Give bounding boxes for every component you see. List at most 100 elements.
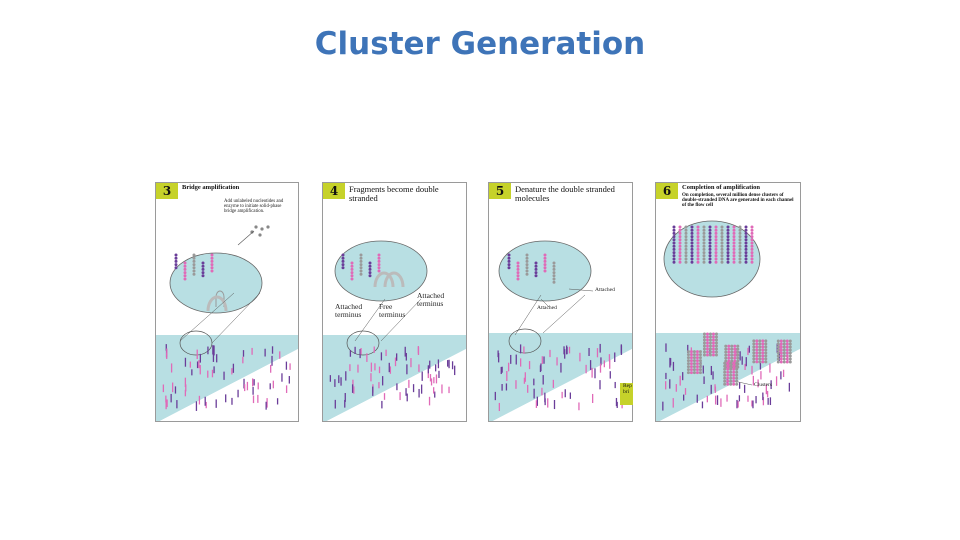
panel-3-illustration <box>156 225 298 421</box>
dna-bead <box>726 228 730 232</box>
clusters-label: Clusters <box>754 382 773 388</box>
dna-bead <box>764 351 768 355</box>
dna-bead <box>708 260 712 264</box>
dna-bead <box>525 266 529 270</box>
dna-bead <box>714 257 718 261</box>
step-3-heading: Bridge amplification <box>182 184 240 191</box>
attached-terminus-label-2: Attached terminus <box>417 291 445 308</box>
dna-bead <box>726 235 730 239</box>
dna-bead <box>507 263 511 267</box>
dna-bead <box>708 338 712 342</box>
dna-bead <box>174 256 178 260</box>
dna-bead <box>672 260 676 264</box>
dna-bead <box>689 353 693 357</box>
dna-bead <box>368 267 372 271</box>
dna-bead <box>192 272 196 276</box>
slide-title: Cluster Generation <box>314 26 646 62</box>
dna-bead <box>726 370 730 374</box>
dna-bead <box>738 231 742 235</box>
dna-bead <box>702 344 706 348</box>
step-3-note: Add unlabeled nucleotides and enzyme to … <box>224 199 284 214</box>
dna-bead <box>192 263 196 267</box>
dna-bead <box>543 253 547 257</box>
dna-bead <box>733 350 737 354</box>
dna-bead <box>534 261 538 265</box>
dna-bead <box>698 356 702 360</box>
step-5-badge: 5 <box>489 183 511 199</box>
dna-bead <box>702 251 706 255</box>
dna-bead <box>690 247 694 251</box>
dna-bead <box>377 253 381 257</box>
dna-bead <box>750 244 754 248</box>
dna-bead <box>192 266 196 270</box>
dna-bead <box>744 231 748 235</box>
dna-bead <box>695 371 699 375</box>
dna-bead <box>708 257 712 261</box>
dna-bead <box>183 267 187 271</box>
dna-bead <box>736 347 740 351</box>
dna-bead <box>690 257 694 261</box>
dna-bead <box>720 231 724 235</box>
dna-bead <box>192 253 196 257</box>
dna-bead <box>761 357 765 361</box>
dna-bead <box>732 379 736 383</box>
dna-bead <box>727 353 731 357</box>
dna-bead <box>702 347 706 351</box>
dna-bead <box>732 361 736 365</box>
dna-bead <box>714 344 718 348</box>
dna-bead <box>516 261 520 265</box>
dna-bead <box>714 238 718 242</box>
dna-bead <box>686 368 690 372</box>
dna-bead <box>698 368 702 372</box>
dna-bead <box>732 367 736 371</box>
dna-bead <box>744 247 748 251</box>
dna-bead <box>714 251 718 255</box>
dna-bead <box>702 341 706 345</box>
dna-bead <box>672 254 676 258</box>
dna-bead <box>705 353 709 357</box>
dna-bead <box>705 335 709 339</box>
dna-bead <box>785 339 789 343</box>
dna-bead <box>711 341 715 345</box>
dna-bead <box>684 260 688 264</box>
dna-bead <box>525 269 529 273</box>
dna-bead <box>723 373 727 377</box>
dna-bead <box>507 256 511 260</box>
dna-bead <box>752 342 756 346</box>
dna-bead <box>678 235 682 239</box>
step-6-subheading: On completion, several million dense clu… <box>682 192 794 208</box>
dna-bead <box>341 263 345 267</box>
dna-bead <box>744 241 748 245</box>
dna-bead <box>764 342 768 346</box>
dna-bead <box>788 339 792 343</box>
dna-bead <box>711 350 715 354</box>
dna-bead <box>507 253 511 257</box>
dna-bead <box>736 353 740 357</box>
dna-bead <box>702 244 706 248</box>
dna-bead <box>678 225 682 229</box>
dna-bead <box>210 256 214 260</box>
dna-bead <box>359 269 363 273</box>
dna-bead <box>750 254 754 258</box>
dna-bead <box>708 254 712 258</box>
dna-bead <box>672 231 676 235</box>
dna-bead <box>705 341 709 345</box>
dna-bead <box>788 354 792 358</box>
dna-bead <box>738 251 742 255</box>
dna-bead <box>785 357 789 361</box>
dna-bead <box>779 348 783 352</box>
dna-bead <box>732 235 736 239</box>
dna-bead <box>779 360 783 364</box>
dna-bead <box>377 266 381 270</box>
partial-next-panel: Rep bri <box>620 383 633 405</box>
dna-bead <box>210 253 214 257</box>
dna-bead <box>350 267 354 271</box>
dna-bead <box>720 235 724 239</box>
dna-bead <box>755 345 759 349</box>
dna-bead <box>696 228 700 232</box>
dna-bead <box>696 247 700 251</box>
dna-bead <box>755 354 759 358</box>
dna-bead <box>341 256 345 260</box>
dna-bead <box>672 251 676 255</box>
dna-bead <box>698 353 702 357</box>
